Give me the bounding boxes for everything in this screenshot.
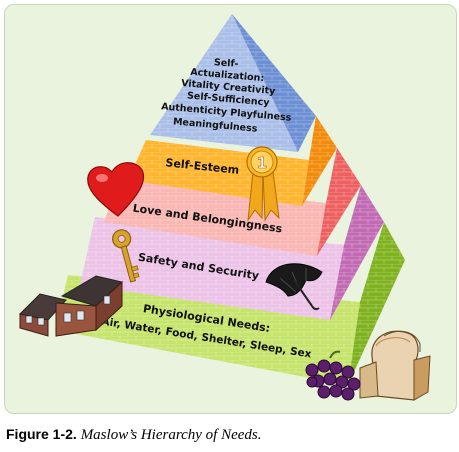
- heart-icon: [87, 162, 145, 217]
- key-icon: [112, 229, 140, 283]
- bread-icon: [359, 330, 431, 401]
- umbrella-icon: [265, 263, 323, 311]
- figure-number: Figure 1-2.: [6, 426, 77, 442]
- medal-ribbon-icon: 1: [246, 146, 280, 222]
- label-self-actualization-1: Self-: [214, 57, 239, 70]
- house-icon: [18, 275, 124, 337]
- level-self-actualization: [150, 14, 316, 152]
- figure-title: Maslow’s Hierarchy of Needs.: [80, 427, 262, 443]
- grapes-icon: [305, 350, 361, 401]
- medal-number: 1: [257, 154, 267, 172]
- figure-caption: Figure 1-2. Maslow’s Hierarchy of Needs.: [6, 426, 262, 444]
